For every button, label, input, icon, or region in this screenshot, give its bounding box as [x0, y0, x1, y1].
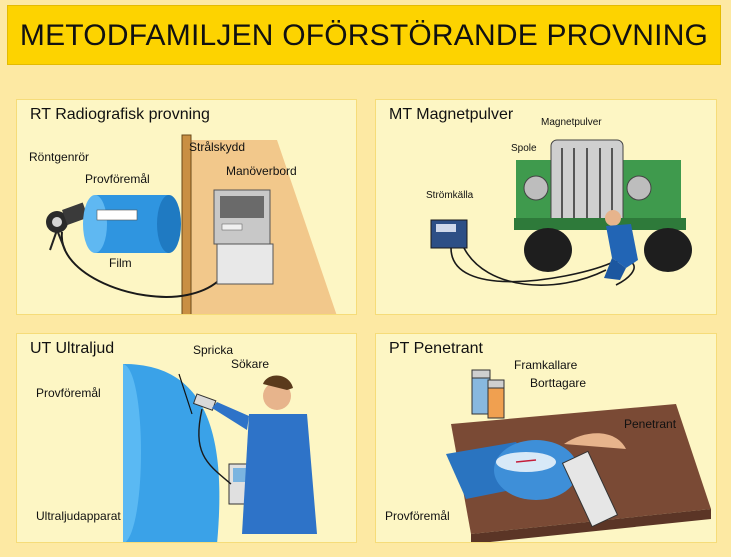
panel-magnetic-particle: MT Magnetpulver Magnetpulver Spole Ström… [375, 99, 717, 315]
label-probe: Sökare [231, 357, 270, 371]
label-control-console: Manöverbord [226, 164, 297, 178]
label-remover: Borttagare [530, 376, 587, 390]
label-ultrasonic-instrument: Ultraljudapparat [36, 509, 121, 523]
developer-can [471, 375, 491, 415]
penetrant-can [561, 450, 619, 528]
label-test-object: Provföremål [36, 386, 101, 400]
test-object [95, 195, 169, 253]
panel-title: MT Magnetpulver [389, 106, 514, 123]
label-film: Film [109, 256, 132, 270]
panel-radiography: RT Radiografisk provning Röntgenrör Prov… [16, 99, 357, 315]
panel-penetrant: PT Penetrant Framkallare Borttagare Pene… [375, 333, 717, 543]
front-wheel-left [524, 228, 572, 272]
worker [605, 210, 621, 226]
ultrasonic-illustration [123, 364, 317, 542]
crack [178, 373, 193, 415]
label-crack: Spricka [193, 343, 234, 357]
panel-title: PT Penetrant [389, 340, 483, 357]
panel-ultrasonic: UT Ultraljud Spricka Sökare Provföremål … [16, 333, 357, 543]
magnetic-particle-illustration [430, 139, 692, 286]
test-object [123, 364, 220, 542]
panel-title: UT Ultraljud [30, 340, 115, 357]
remover-can [487, 385, 505, 419]
cable [450, 247, 635, 286]
label-xray-tube: Röntgenrör [29, 150, 90, 164]
radiography-illustration [46, 134, 337, 314]
label-developer: Framkallare [514, 358, 578, 372]
label-penetrant: Penetrant [624, 417, 677, 431]
label-power-source: Strömkälla [426, 190, 474, 201]
label-test-object: Provföremål [85, 172, 150, 186]
label-radiation-shield: Strålskydd [189, 140, 246, 154]
radiation-shield [181, 134, 192, 314]
title-banner: METODFAMILJEN OFÖRSTÖRANDE PROVNING [7, 5, 721, 65]
front-wheel-right [644, 228, 692, 272]
film [96, 209, 138, 221]
label-magnetic-powder: Magnetpulver [541, 117, 602, 128]
penetrant-illustration [446, 369, 711, 542]
label-coil: Spole [511, 143, 537, 154]
page-title: METODFAMILJEN OFÖRSTÖRANDE PROVNING [19, 19, 709, 52]
label-test-object: Provföremål [385, 509, 450, 523]
panel-title: RT Radiografisk provning [30, 106, 210, 123]
